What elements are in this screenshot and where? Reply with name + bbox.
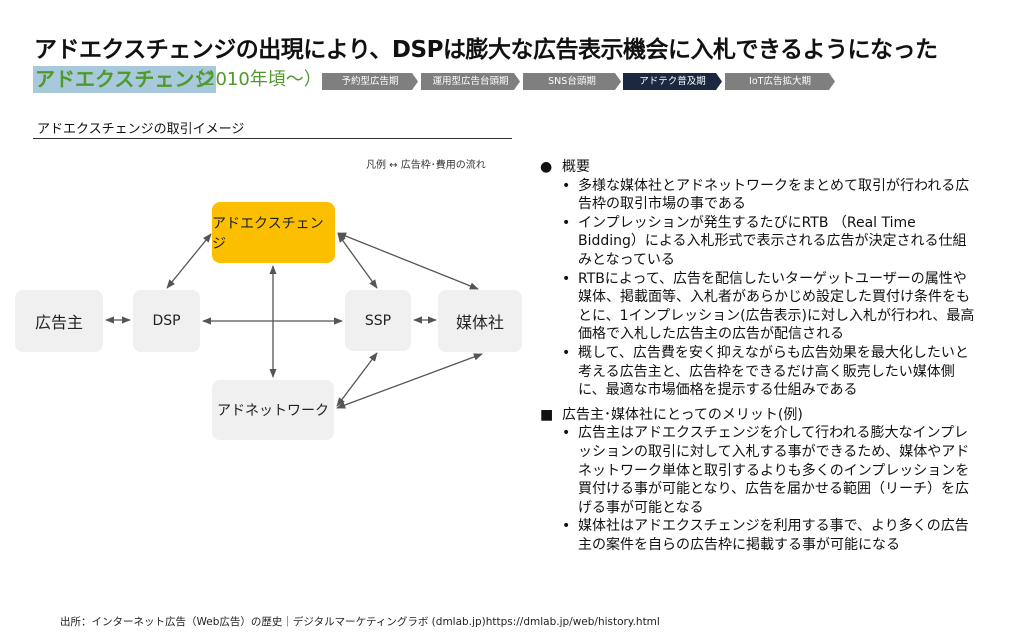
arrow-adnetwork-publisher [336,353,483,409]
overview-list: 多様な媒体社とアドネットワークをまとめて取引が行われる広告枠の取引市場の事である… [540,177,980,400]
page-title: アドエクスチェンジの出現により、DSPは膨大な広告表示機会に入札できるようになっ… [34,37,938,63]
node-dsp: DSP [133,290,200,352]
node-advertiser: 広告主 [15,290,103,352]
node-publisher: 媒体社 [438,290,522,352]
timeline-step-adtech-active: アドテク普及期 [623,73,722,90]
node-adnetwork: アドネットワーク [212,380,334,440]
arrow-adexchange-ssp [337,233,378,289]
subtitle-era: （2010年頃〜） [186,69,322,90]
list-item: 多様な媒体社とアドネットワークをまとめて取引が行われる広告枠の取引市場の事である [562,177,978,214]
subtitle-highlight: アドエクスチェンジ [33,66,217,93]
merits-heading-label: 広告主･媒体社にとってのメリット(例) [562,406,803,423]
arrow-adexchange-publisher [337,232,479,290]
timeline-step-programmatic: 運用型広告台頭期 [421,73,520,90]
overview-heading-label: 概要 [562,159,590,175]
merits-list: 広告主はアドエクスチェンジを介して行われる膨大なインプレッションの取引に対して入… [540,424,980,554]
overview-heading: ● 概要 [540,158,980,177]
node-adexchange: アドエクスチェンジ [212,202,335,263]
arrow-dsp-adexchange [166,233,212,289]
list-item: 広告主はアドエクスチェンジを介して行われる膨大なインプレッションの取引に対して入… [562,424,978,517]
source-citation: 出所：インターネット広告（Web広告）の歴史｜デジタルマーケティングラボ (dm… [60,616,660,628]
diagram-legend: 凡例 ↔ 広告枠･費用の流れ [366,160,486,171]
node-ssp: SSP [345,290,411,351]
timeline-step-iot: IoT広告拡大期 [725,73,835,90]
description: ● 概要 多様な媒体社とアドネットワークをまとめて取引が行われる広告枠の取引市場… [540,158,980,560]
bullet-square-icon: ■ [540,406,554,423]
timeline-step-reserved: 予約型広告期 [322,73,418,90]
bullet-circle-icon: ● [540,159,553,175]
diagram-title: アドエクスチェンジの取引イメージ [37,122,245,137]
timeline-step-sns: SNS台頭期 [523,73,621,90]
divider [33,138,512,139]
arrow-adnetwork-ssp [336,352,378,407]
list-item: インプレッションが発生するたびにRTB （Real Time Bidding）に… [562,214,978,270]
list-item: RTBによって、広告を配信したいターゲットユーザーの属性や媒体、掲載面等、入札者… [562,270,978,344]
list-item: 概して、広告費を安く抑えながらも広告効果を最大化したいと考える広告主と、広告枠を… [562,344,978,400]
merits-heading: ■ 広告主･媒体社にとってのメリット(例) [540,406,980,425]
list-item: 媒体社はアドエクスチェンジを利用する事で、より多くの広告主の案件を自らの広告枠に… [562,517,978,554]
